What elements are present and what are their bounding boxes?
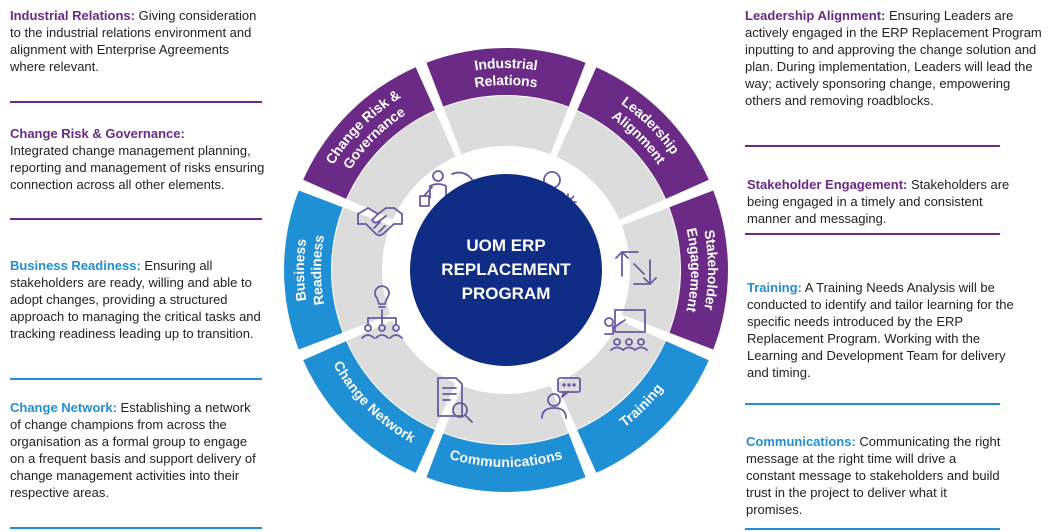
divider [10, 527, 262, 529]
divider [10, 101, 262, 103]
segment-outer-band [426, 48, 586, 107]
segment-outer-band [303, 341, 435, 473]
exchange-arrows-icon [615, 251, 657, 285]
segment-business-readiness [284, 190, 391, 350]
industrial-relations-block: Industrial Relations: Giving considerati… [10, 7, 260, 75]
segment-label: Business [291, 237, 309, 302]
segment-label: Engagement [684, 226, 705, 314]
segment-communications [426, 385, 586, 492]
change-network-block: Change Network: Establishing a network o… [10, 399, 260, 501]
change-wheel-diagram: IndustrialRelationsLeadershipAlignmentSt… [284, 48, 728, 492]
segment-label: Relations [473, 72, 539, 91]
block-text: Establishing a network of change champio… [10, 400, 256, 500]
handshake-icon [357, 207, 403, 237]
segment-outer-band [669, 190, 728, 350]
segment-inner-band [332, 207, 391, 333]
segment-leadership-alignment [556, 67, 709, 220]
block-text: Stakeholders are being engaged in a time… [747, 177, 1010, 226]
chat-person-icon [541, 377, 581, 419]
block-text: Giving consideration to the industrial r… [10, 8, 257, 74]
block-heading: Change Network: [10, 400, 117, 415]
center-title-line1: UOM ERP [466, 236, 545, 255]
divider [745, 528, 1000, 530]
segment-inner-band [347, 111, 456, 220]
divider [745, 403, 1000, 405]
center-circle: UOM ERP REPLACEMENT PROGRAM [410, 174, 602, 366]
block-text: Integrated change management planning, r… [10, 143, 265, 192]
segment-inner-band [556, 111, 665, 220]
segment-label: Readiness [308, 233, 327, 306]
segment-inner-band [443, 385, 569, 445]
block-heading: Change Risk & Governance: [10, 126, 185, 141]
leadership-alignment-block: Leadership Alignment: Ensuring Leaders a… [745, 7, 1045, 109]
divider [745, 233, 1000, 235]
segment-outer-band [426, 433, 586, 492]
block-heading: Communications: [746, 434, 856, 449]
idea-network-icon [361, 285, 403, 339]
block-text: Ensuring Leaders are actively engaged in… [745, 8, 1042, 108]
divider [10, 378, 262, 380]
segment-outer-band [284, 190, 343, 350]
segment-outer-band [577, 341, 709, 473]
block-heading: Industrial Relations: [10, 8, 135, 23]
segment-industrial-relations [426, 48, 586, 155]
segment-change-network [303, 320, 456, 473]
block-heading: Leadership Alignment: [745, 8, 886, 23]
training-block: Training: A Training Needs Analysis will… [747, 279, 1027, 381]
center-title-line3: PROGRAM [462, 284, 551, 303]
classroom-icon [604, 309, 648, 351]
block-heading: Business Readiness: [10, 258, 141, 273]
business-readiness-block: Business Readiness: Ensuring all stakeho… [10, 257, 262, 342]
center-title-line2: REPLACEMENT [441, 260, 571, 279]
divider [10, 218, 262, 220]
block-heading: Stakeholder Engagement: [747, 177, 908, 192]
segment-inner-band [347, 320, 456, 429]
segment-label: Industrial [473, 55, 539, 73]
document-search-icon [437, 377, 473, 423]
segment-change-risk-governance [303, 67, 456, 220]
segment-outer-band [303, 67, 435, 199]
block-heading: Training: [747, 280, 802, 295]
segment-outer-band [577, 67, 709, 199]
change-risk-governance-block: Change Risk & Governance: Integrated cha… [10, 125, 270, 193]
communications-block: Communications: Communicating the right … [746, 433, 1001, 518]
segment-inner-band [443, 96, 569, 155]
segment-label: Stakeholder [701, 228, 721, 312]
divider [745, 145, 1000, 147]
block-text: A Training Needs Analysis will be conduc… [747, 280, 1014, 380]
stakeholder-engagement-block: Stakeholder Engagement: Stakeholders are… [747, 176, 1022, 227]
block-text: Communicating the right message at the r… [746, 434, 1001, 517]
block-text: Ensuring all stakeholders are ready, wil… [10, 258, 261, 341]
